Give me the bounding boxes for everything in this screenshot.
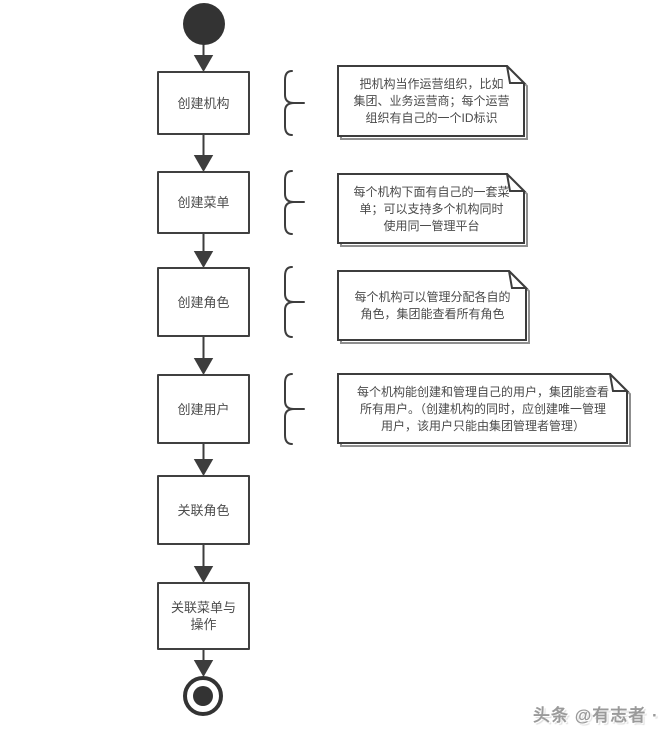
arrow-step3-to-step4 (193, 337, 214, 376)
note-text: 每个机构能创建和管理自己的用户，集团能查看 所有用户。（创建机构的同时，应创建唯… (356, 384, 609, 433)
start-node (183, 3, 225, 45)
step-box-create-user: 创建用户 (157, 374, 250, 444)
watermark: 头条 @有志者 · (533, 706, 659, 725)
note-fold-icon (608, 373, 630, 392)
note-shape (337, 373, 631, 447)
brace-note4 (284, 373, 305, 445)
step-label: 创建角色 (177, 294, 230, 310)
step-label: 创建菜单 (177, 195, 230, 210)
note-shape (337, 173, 528, 247)
note-shape (337, 270, 530, 344)
note-create-org: 把机构当作运营组织，比如 集团、业务运营商；每个运营 组织有自己的一个ID标识 (337, 65, 530, 142)
note-text: 每个机构下面有自己的一套菜 单；可以支持多个机构同时 使用同一管理平台 (353, 184, 510, 233)
step-label: 创建机构 (177, 95, 230, 111)
step-box-create-role: 创建角色 (157, 267, 250, 337)
step-box-create-menu: 创建菜单 (157, 171, 250, 234)
end-node-dot (193, 686, 213, 706)
arrow-step4-to-step5 (193, 444, 214, 477)
arrow-step2-to-step3 (193, 234, 214, 269)
arrow-start-to-step1 (193, 44, 214, 73)
step-box-create-org: 创建机构 (157, 71, 250, 135)
brace-note1 (284, 70, 305, 136)
arrow-step6-to-end (193, 650, 214, 678)
note-fold-icon (505, 65, 527, 84)
note-fold-icon (507, 270, 529, 289)
note-create-role: 每个机构可以管理分配各自的 角色，集团能查看所有角色 (337, 270, 532, 346)
brace-note3 (284, 266, 305, 338)
brace-note2 (284, 170, 305, 235)
note-text: 每个机构可以管理分配各自的 角色，集团能查看所有角色 (354, 290, 511, 321)
arrow-step1-to-step2 (193, 135, 214, 173)
step-label: 关联角色 (177, 502, 230, 518)
note-shape (337, 65, 528, 140)
step-box-link-role: 关联角色 (157, 475, 250, 545)
note-fold-icon (505, 173, 527, 192)
end-node (183, 676, 223, 716)
note-text: 把机构当作运营组织，比如 集团、业务运营商；每个运营 组织有自己的一个ID标识 (353, 77, 510, 125)
step-box-link-menu-operation: 关联菜单与 操作 (157, 582, 250, 650)
note-create-menu: 每个机构下面有自己的一套菜 单；可以支持多个机构同时 使用同一管理平台 (337, 173, 530, 249)
step-label: 创建用户 (177, 401, 230, 417)
step-label: 关联菜单与 操作 (170, 600, 236, 632)
note-create-user: 每个机构能创建和管理自己的用户，集团能查看 所有用户。（创建机构的同时，应创建唯… (337, 373, 633, 449)
arrow-step5-to-step6 (193, 545, 214, 584)
